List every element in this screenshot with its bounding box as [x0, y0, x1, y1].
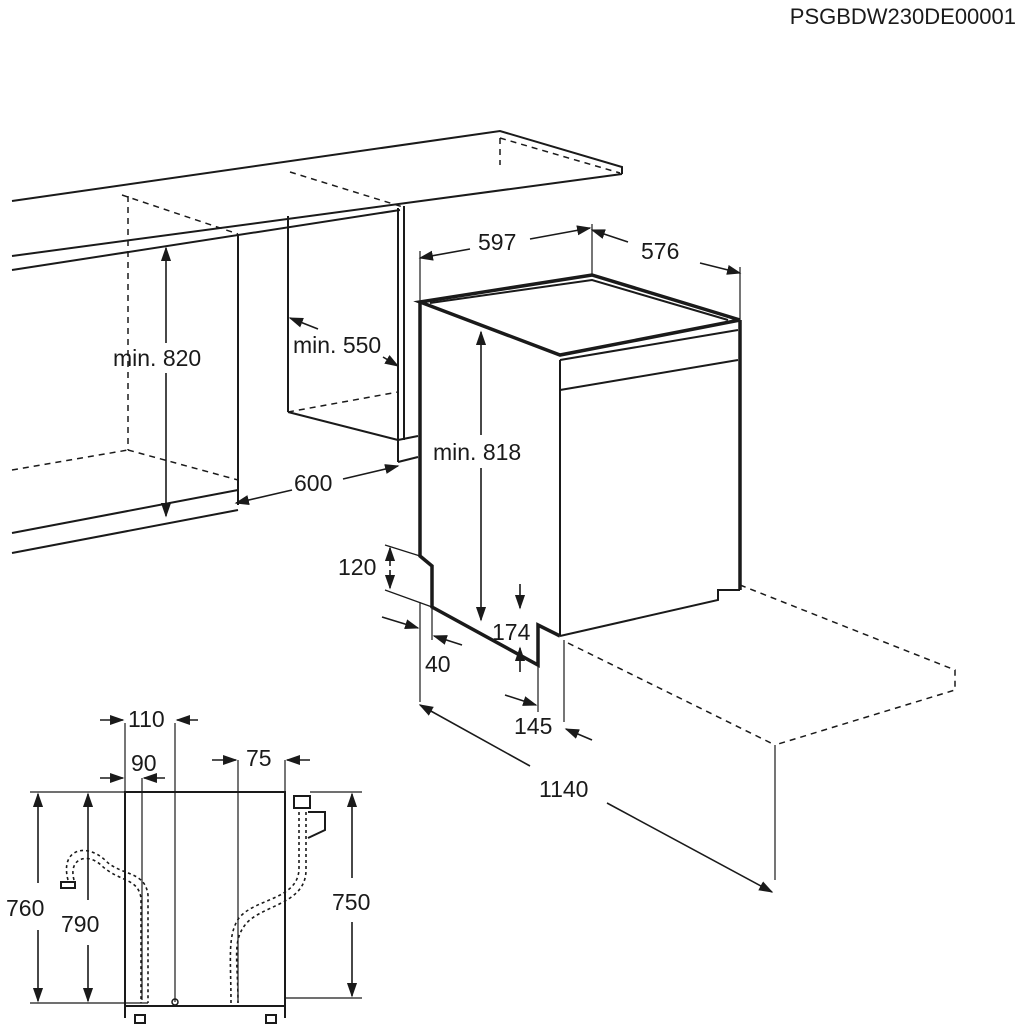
dim-height-790: 790: [61, 911, 99, 937]
dim-hose-offset-110: 110: [128, 706, 165, 732]
dim-appliance-width: 597: [478, 229, 516, 255]
dim-height-750: 750: [332, 889, 370, 915]
dishwasher-appliance: [413, 273, 956, 880]
dim-foot-height: 174: [492, 619, 531, 645]
dim-plinth-height: 120: [338, 554, 376, 580]
dim-foot-offset: 145: [514, 713, 552, 739]
dim-niche-width: 600: [294, 470, 332, 496]
countertop-cabinets: [11, 129, 623, 554]
dim-appliance-depth: 576: [641, 238, 679, 264]
dim-door-open-depth: 1140: [539, 776, 588, 802]
dim-height-760: 760: [6, 895, 44, 921]
dim-niche-depth: min. 550: [293, 332, 381, 358]
dim-plinth-recess: 40: [425, 651, 451, 677]
dim-drain-offset-75: 75: [246, 745, 272, 771]
dim-niche-height: min. 820: [113, 345, 201, 371]
hose-detail: [30, 714, 362, 1024]
dim-appliance-height: min. 818: [433, 439, 521, 465]
dim-hose-offset-90: 90: [131, 750, 157, 776]
document-code: PSGBDW230DE00001: [790, 4, 1016, 29]
dimension-lines: [160, 224, 774, 893]
